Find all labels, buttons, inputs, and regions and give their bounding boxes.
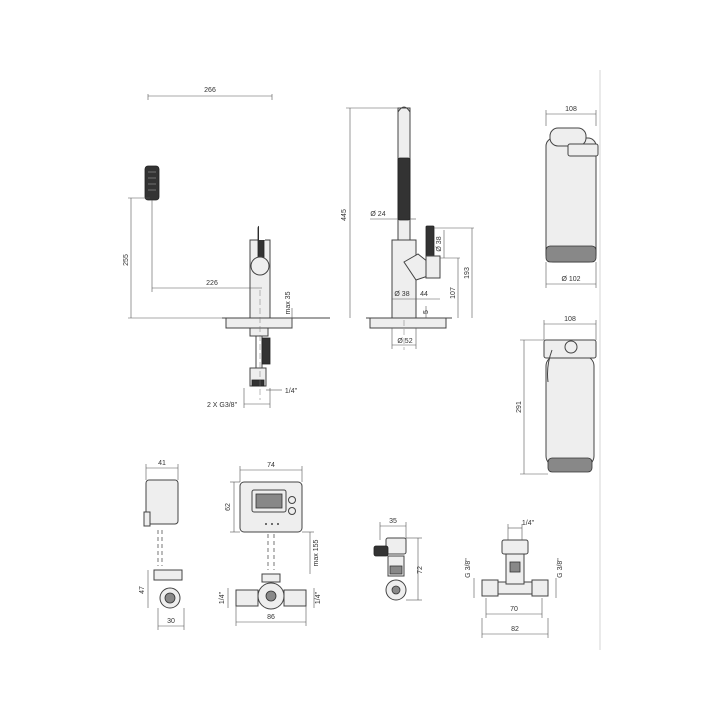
dim-valve-side-width: 41: [158, 460, 166, 467]
dim-tvalve-width: 35: [389, 518, 397, 525]
dim-filter-side-width: 108: [564, 316, 576, 323]
dim-side-lever-height: 193: [464, 267, 471, 279]
dim-tap-deck-max: max 35: [285, 291, 292, 314]
dim-box-left-quarter: 1/4": [219, 591, 226, 604]
dim-side-body-height: 107: [450, 287, 457, 299]
dim-valve-side-base: 30: [167, 618, 175, 625]
dim-side-base-dia: Ø 52: [397, 338, 412, 345]
dim-side-small: 5: [423, 310, 430, 314]
dim-tee-right: G 3/8": [557, 558, 564, 578]
dim-tee-outer: 82: [511, 626, 519, 633]
tee-fitting-view: 1/4" G 3/8" G 3/8" 70 82: [465, 520, 564, 638]
dim-side-handle-dia: Ø 38: [436, 236, 443, 251]
dim-tap-hose-quarter: 1/4": [285, 388, 298, 395]
dim-box-height: 62: [225, 503, 232, 511]
dim-box-width: 74: [267, 462, 275, 469]
valve-side-view: 41 47 30: [139, 460, 185, 630]
dim-box-cable: max 155: [313, 539, 320, 566]
filter-front-view: 108 Ø 102: [545, 106, 599, 288]
dim-filter-top-dia: Ø 102: [561, 276, 580, 283]
dim-side-body-dia: Ø 38: [394, 291, 409, 298]
tvalve-side-view: 35 72: [373, 518, 424, 601]
dim-tap-reach: 266: [204, 87, 216, 94]
dim-side-height: 445: [341, 209, 348, 221]
dim-box-base: 86: [267, 614, 275, 621]
dim-tee-inner: 70: [510, 606, 518, 613]
dim-filter-side-height: 291: [516, 401, 523, 413]
dim-side-spout-dia: Ø 24: [370, 211, 385, 218]
dim-box-right-quarter: 1/4": [315, 591, 322, 604]
dim-tap-spout-offset: 226: [206, 280, 218, 287]
dim-tvalve-height: 72: [417, 566, 424, 574]
filter-side-view: 108 291: [516, 316, 597, 475]
dim-tee-top: 1/4": [522, 520, 535, 527]
dim-tap-connection: 2 X G3/8": [207, 402, 238, 409]
tap-front-view: 266 255 226 max 35 2 X G3/8" 1/4": [123, 87, 330, 409]
dim-tee-left: G 3/8": [465, 558, 472, 578]
control-box-view: 74 62 max 155 1/4" 1/4" 86: [219, 462, 322, 626]
dim-valve-side-height: 47: [139, 586, 146, 594]
dim-filter-top-width: 108: [565, 106, 577, 113]
dim-tap-spout-height: 255: [123, 254, 130, 266]
dim-side-lever-offset: 44: [420, 291, 428, 298]
tap-side-view: 445 Ø 24 193 107 Ø 38 Ø 38 44 5 Ø 52: [341, 106, 474, 350]
